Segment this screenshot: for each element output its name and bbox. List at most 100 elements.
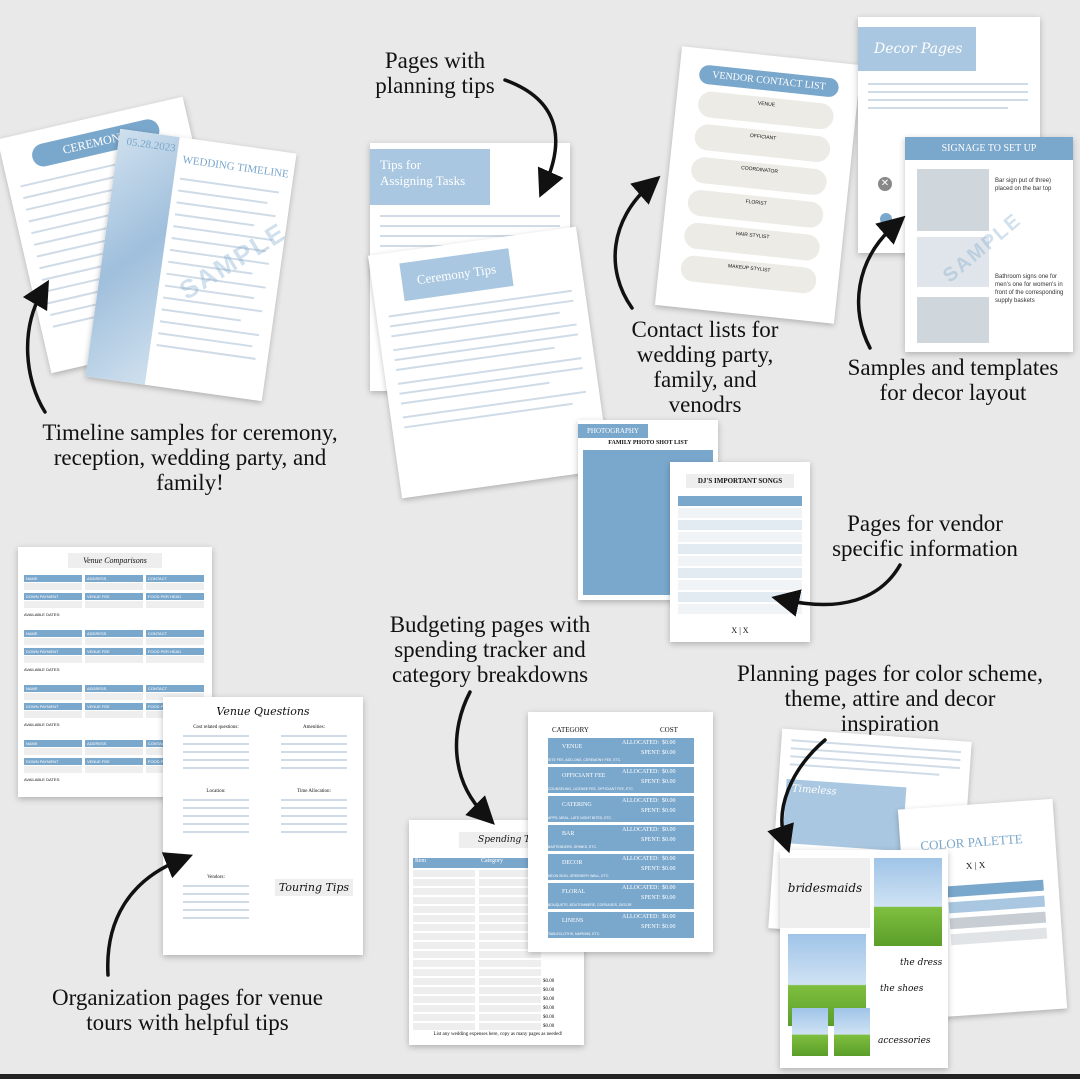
arrow-decor: [856, 215, 906, 350]
dj-row: [678, 532, 802, 542]
cost-header: COST: [660, 726, 678, 734]
spending-cell: [479, 1014, 541, 1021]
signage-page: SIGNAGE TO SET UP Bar sign put of three)…: [905, 137, 1073, 352]
arrow-planning-tips: [503, 78, 564, 198]
caption-planning-tips: Pages with planning tips: [375, 48, 495, 98]
accessory-image-2: [834, 1008, 870, 1056]
category-name: FLORAL: [562, 889, 586, 895]
category-spent-label: SPENT:: [641, 750, 661, 756]
category-allocated-label: ALLOCATED:: [622, 769, 659, 775]
arrow-contacts: [613, 175, 661, 310]
venue-table-cell: [24, 601, 82, 608]
spending-footer: List any wedding expenses here, copy as …: [433, 1032, 563, 1037]
category-cost: $0.00: [662, 827, 676, 833]
spending-cell: [413, 960, 475, 967]
spending-cell: [413, 879, 475, 886]
touring-tips-title: Touring Tips: [275, 879, 353, 896]
category-allocated-label: ALLOCATED:: [622, 914, 659, 920]
spending-amount: $0.00: [543, 988, 555, 993]
category-cost: $0.00: [662, 837, 676, 843]
spending-amount: $0.00: [543, 1015, 555, 1020]
venue-question-section: Location:: [206, 789, 226, 794]
category-cost: $0.00: [662, 856, 676, 862]
spending-cell: [413, 906, 475, 913]
dj-row: [678, 568, 802, 578]
category-allocated-label: ALLOCATED:: [622, 885, 659, 891]
venue-table-header: VENUE FEE: [85, 648, 143, 655]
venue-table-cell: [146, 693, 204, 700]
venue-table-header: DOWN PAYMENT: [24, 593, 82, 600]
caption-venue: Organization pages for venue tours with …: [51, 985, 323, 1035]
venue-table-cell: [85, 711, 143, 718]
spending-cell: [413, 897, 475, 904]
arrow-budget: [454, 690, 495, 825]
category-spent-label: SPENT:: [641, 779, 661, 785]
venue-table-header: CONTACT: [146, 575, 204, 582]
spending-cell: [413, 888, 475, 895]
bridesmaids-title: bridesmaids: [780, 858, 870, 928]
category-row: [548, 825, 694, 851]
dj-footer: X | X: [731, 626, 749, 635]
spending-cell: [413, 942, 475, 949]
category-sub: SITE FEE, ADD-ONS, CEREMONY FEE, ETC.: [548, 758, 622, 762]
signage-note-1: Bar sign put of three) placed on the bar…: [995, 178, 1052, 192]
caption-decor: Samples and templates for decor layout: [847, 355, 1059, 405]
venue-table-header: DOWN PAYMENT: [24, 703, 82, 710]
spending-cell: [413, 870, 475, 877]
spending-cell: [479, 978, 541, 985]
spending-header-category: Category: [481, 858, 503, 864]
arrow-vendor-info: [771, 563, 902, 617]
spending-cell: [413, 951, 475, 958]
venue-table-header: FOOD PER HEAD: [146, 648, 204, 655]
the-dress-label: the dress: [900, 958, 943, 968]
spending-cell: [479, 969, 541, 976]
venue-table-header: ADDRESS: [85, 630, 143, 637]
venue-table-header: ADDRESS: [85, 575, 143, 582]
venue-table-cell: [24, 583, 82, 590]
venue-table-cell: [85, 583, 143, 590]
category-spent-label: SPENT:: [641, 895, 661, 901]
category-allocated-label: ALLOCATED:: [622, 798, 659, 804]
category-name: DECOR: [562, 860, 583, 866]
category-cost: $0.00: [662, 740, 676, 746]
spending-amount: $0.00: [543, 979, 555, 984]
dress-image: [874, 858, 942, 946]
spending-cell: [479, 1005, 541, 1012]
category-sub: COUNSELING, LICENSE FEE, OFFICIANT FEE, …: [548, 787, 634, 791]
spending-cell: [413, 1023, 475, 1030]
category-spent-label: SPENT:: [641, 924, 661, 930]
category-sub: BOUQUETS, BOUTONNIERE, CORSAGES, DECOR: [548, 903, 632, 907]
photography-title: PHOTOGRAPHY: [578, 424, 648, 438]
signage-title: SIGNAGE TO SET UP: [905, 137, 1073, 160]
spending-cell: [479, 915, 541, 922]
tips-title: Tips for Assigning Tasks: [370, 149, 490, 205]
category-sub: NEON SIGN, GREENERY WALL, ETC.: [548, 874, 610, 878]
spending-cell: [413, 1005, 475, 1012]
accessory-image-1: [792, 1008, 828, 1056]
spending-cell: [479, 960, 541, 967]
category-cost: $0.00: [662, 895, 676, 901]
venue-table-cell: [146, 583, 204, 590]
venue-table-cell: [146, 656, 204, 663]
caption-budget: Budgeting pages with spending tracker an…: [389, 612, 591, 687]
category-sub: APPS, MEAL, LATE NIGHT BITES, ETC.: [548, 816, 613, 820]
category-row: [548, 854, 694, 880]
spending-cell: [479, 942, 541, 949]
venue-table-header: NAME: [24, 575, 82, 582]
spending-amount: $0.00: [543, 1006, 555, 1011]
venue-table-header: CONTACT: [146, 630, 204, 637]
category-row: [548, 883, 694, 909]
category-row: [548, 738, 694, 764]
venue-question-section: Cost related questions:: [193, 725, 239, 730]
venue-table-header: VENUE FEE: [85, 593, 143, 600]
spending-cell: [479, 906, 541, 913]
venue-table-header: VENUE FEE: [85, 703, 143, 710]
category-name: CATERING: [562, 802, 592, 808]
venue-table-header: DOWN PAYMENT: [24, 758, 82, 765]
category-row: [548, 796, 694, 822]
photo-list-title: FAMILY PHOTO SHOT LIST: [608, 440, 688, 446]
category-cost: $0.00: [662, 866, 676, 872]
category-spent-label: SPENT:: [641, 866, 661, 872]
category-name: BAR: [562, 831, 575, 837]
